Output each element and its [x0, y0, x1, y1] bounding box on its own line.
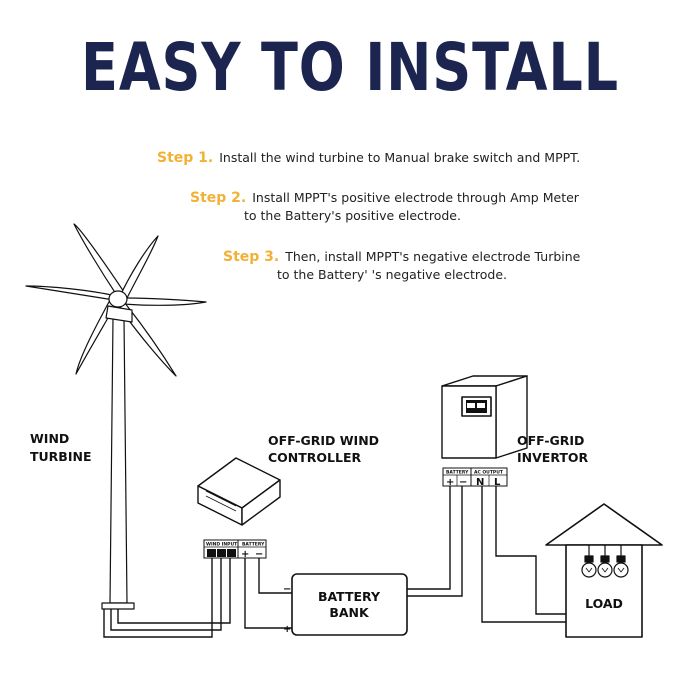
turbine-blade: [119, 301, 177, 377]
inverter-ac-output-label: AC OUTPUT: [474, 470, 504, 476]
inverter-label-line2: INVERTOR: [517, 450, 589, 465]
step-1-text: Install the wind turbine to Manual brake…: [219, 150, 581, 165]
wind-turbine-label-line1: WIND: [30, 431, 69, 446]
lightbulb-icon: [581, 555, 597, 578]
inverter-minus-symbol: −: [459, 477, 467, 488]
turbine-blade: [25, 285, 117, 301]
inverter-plus-symbol: +: [446, 477, 454, 488]
battery-minus-symbol: −: [283, 584, 291, 595]
controller-side: [241, 479, 281, 526]
turbine-blade: [73, 223, 125, 298]
page-title: EASY TO INSTALL: [81, 29, 619, 106]
battery-bank-label-line1: BATTERY: [318, 589, 381, 604]
step-3-label: Step 3.: [223, 249, 280, 265]
inverter-battery-label: BATTERY: [446, 470, 469, 476]
wire-turbine-1: [103, 558, 213, 638]
wire-inverter-minus: [407, 486, 463, 597]
step-2-text-line2: to the Battery's positive electrode.: [244, 208, 461, 223]
step-3-text-line2: to the Battery' 's negative electrode.: [277, 267, 507, 282]
step-3: Step 3. Then, install MPPT's negative ele…: [223, 248, 580, 283]
wire-turbine-3: [117, 558, 231, 624]
battery-plus-symbol: +: [283, 624, 291, 635]
controller-battery-label: BATTERY: [242, 542, 265, 548]
wire-ac-l: [495, 486, 566, 615]
battery-bank-box: [291, 573, 408, 636]
load-house: [545, 503, 663, 638]
wire-controller-minus: [258, 558, 292, 594]
wire-controller-plus: [244, 558, 292, 629]
lightbulb-icon: [597, 555, 613, 578]
step-2-label: Step 2.: [190, 190, 247, 206]
controller-terminal-strip: WIND INPUT BATTERY + −: [203, 539, 267, 560]
step-2-text-line1: Install MPPT's positive electrode throug…: [252, 190, 579, 205]
wire-inverter-plus: [407, 486, 451, 590]
inverter-n-symbol: N: [476, 477, 484, 488]
inverter-terminal-strip: BATTERY AC OUTPUT + − N L: [442, 467, 508, 488]
turbine-nacelle: [105, 305, 133, 323]
controller-label-line1: OFF-GRID WIND: [268, 433, 379, 448]
controller-plus-symbol: +: [241, 549, 249, 560]
inverter-illustration: [441, 375, 528, 459]
turbine-base: [101, 602, 135, 610]
controller-vent: [205, 490, 237, 512]
controller-label-line2: CONTROLLER: [268, 450, 362, 465]
step-3-text-line1: Then, install MPPT's negative electrode …: [285, 249, 581, 264]
turbine-tower: [109, 317, 128, 604]
load-label: LOAD: [585, 596, 623, 611]
battery-bank-label-line2: BANK: [329, 605, 370, 620]
inverter-label-line1: OFF-GRID: [517, 433, 584, 448]
inverter-l-symbol: L: [494, 477, 501, 488]
turbine-blade: [119, 235, 159, 301]
wind-turbine-label-line2: TURBINE: [30, 449, 91, 464]
lightbulb-icon: [613, 555, 629, 578]
wire-turbine-2: [110, 558, 222, 631]
wire-ac-n: [481, 486, 566, 623]
house-roof: [545, 503, 663, 546]
turbine-blade: [123, 297, 207, 306]
turbine-hub: [108, 290, 128, 308]
controller-minus-symbol: −: [255, 549, 263, 560]
step-1-label: Step 1.: [157, 150, 214, 166]
controller-wind-input-label: WIND INPUT: [206, 542, 238, 548]
step-2: Step 2. Install MPPT's positive electrode…: [190, 189, 579, 224]
wires: [103, 486, 566, 638]
wind-turbine-illustration: [25, 223, 207, 610]
controller-illustration: [197, 457, 281, 526]
battery-bank: BATTERY BANK − +: [283, 573, 408, 636]
step-1: Step 1. Install the wind turbine to Manua…: [157, 149, 580, 167]
